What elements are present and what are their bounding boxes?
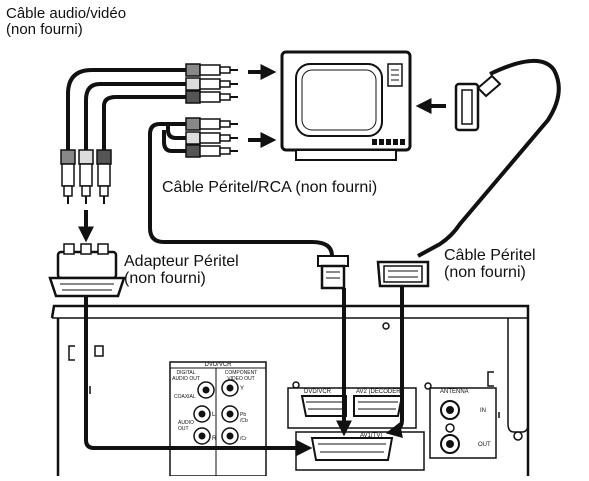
rca-plug bbox=[185, 77, 238, 91]
panel-antenna-label: ANTENNA bbox=[440, 389, 469, 395]
scart-cable bbox=[415, 58, 561, 258]
av-cable-label: Câble audio/vidéo (non fourni) bbox=[6, 6, 126, 38]
scart-rca-cable-label: Câble Péritel/RCA (non fourni) bbox=[162, 179, 378, 196]
panel-jack-r: R bbox=[212, 436, 217, 442]
av-cable-label-line1: Câble audio/vidéo bbox=[6, 5, 127, 22]
scart-adapter-label: Adapteur Péritel (non fourni) bbox=[124, 253, 239, 288]
panel-dvd-vcr-label: DVD/VCR bbox=[204, 362, 232, 368]
scart-cable-label: Câble Péritel (non fourni) bbox=[444, 247, 536, 282]
scart-plug-scart-cable bbox=[376, 260, 430, 288]
rca-plug bbox=[96, 149, 112, 204]
scart-cable-label-line2: (non fourni) bbox=[444, 263, 526, 281]
scart-adapter bbox=[48, 243, 126, 298]
panel-scart-av1-label: AV1(TV) bbox=[360, 433, 383, 439]
av-cable-label-line2: (non fourni) bbox=[6, 20, 83, 38]
scart-cable-label-line1: Câble Péritel bbox=[444, 247, 536, 264]
panel-coaxial-label: COAXIAL bbox=[174, 394, 196, 400]
panel-audio-out-1: AUDIO bbox=[178, 420, 194, 426]
tv-button-row bbox=[372, 139, 405, 145]
scart-adapter-label-line1: Adapteur Péritel bbox=[124, 253, 239, 270]
rca-plug bbox=[78, 149, 94, 204]
scart-adapter-label-line2: (non fourni) bbox=[124, 269, 206, 287]
panel-jack-pb-2: /Cb bbox=[240, 418, 248, 424]
panel-digital-audio-out-2: AUDIO OUT bbox=[172, 376, 200, 382]
rca-plug bbox=[60, 149, 76, 204]
rca-plug bbox=[185, 117, 238, 131]
panel-antenna-out: OUT bbox=[478, 442, 491, 448]
panel-audio-out-2: OUT bbox=[178, 426, 189, 432]
scart-plug-tv bbox=[454, 74, 502, 132]
panel-digital-audio-out-1: DIGITAL bbox=[176, 370, 195, 376]
rca-plug bbox=[185, 131, 238, 145]
television bbox=[280, 50, 412, 161]
scart-plug-rca-cable bbox=[317, 255, 349, 290]
panel-jack-y: Y bbox=[240, 386, 244, 392]
scart-rca-cable bbox=[148, 117, 334, 257]
rca-plug bbox=[185, 144, 238, 158]
panel-jack-pr: /Cr bbox=[240, 436, 247, 442]
scart-socket-av2 bbox=[353, 395, 404, 417]
av-cable bbox=[66, 68, 186, 150]
scart-socket-av1 bbox=[310, 437, 394, 461]
panel-component-video-out-2: VIDEO OUT bbox=[227, 376, 255, 382]
adapter-to-vcr-cable bbox=[84, 296, 313, 456]
vcr-rear-panel: DVD/VCR DIGITAL AUDIO OUT COMPONENT VIDE… bbox=[50, 304, 530, 477]
av-cable-bottom-plugs bbox=[60, 149, 112, 204]
panel-jack-l: L bbox=[212, 412, 216, 418]
panel-scart-av2-label: AV2 (DECODER) bbox=[356, 389, 403, 395]
av-cable-top-plugs bbox=[185, 63, 238, 104]
panel-component-video-out-1: COMPONENT bbox=[225, 370, 258, 376]
panel-antenna-in: IN bbox=[480, 408, 486, 414]
scart-cable-to-vcr bbox=[385, 286, 404, 438]
panel-jack-pb-1: Pb bbox=[240, 412, 246, 418]
scart-socket-dvd-vcr bbox=[300, 395, 347, 417]
rca-plug bbox=[185, 63, 238, 77]
panel-scart-dvd-vcr-label: DVD/VCR bbox=[304, 389, 332, 395]
rca-plug bbox=[185, 90, 238, 104]
